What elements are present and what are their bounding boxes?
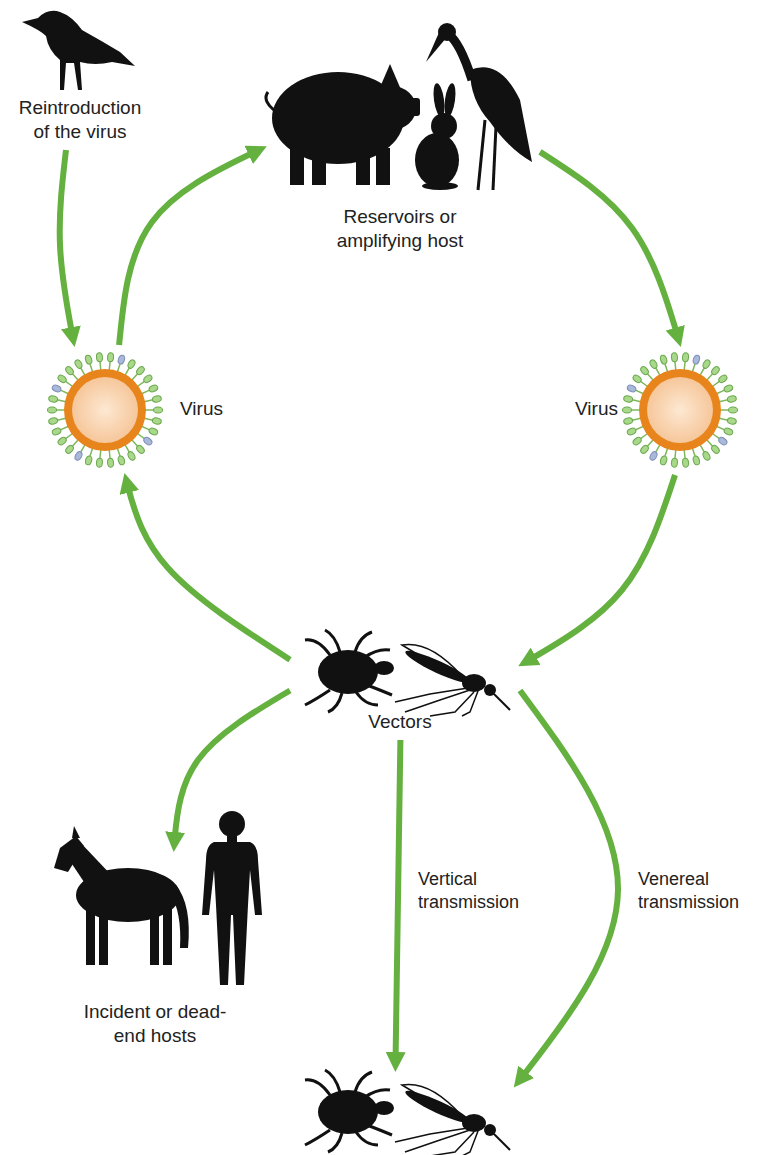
diagram-node: Virus bbox=[45, 345, 240, 475]
edge-label: Vertical transmission bbox=[418, 868, 530, 914]
cycle-arrow bbox=[520, 475, 675, 665]
vector-silhouettes bbox=[305, 630, 510, 716]
diagram-node: Virus bbox=[570, 345, 745, 475]
node-label: Virus bbox=[180, 397, 238, 421]
cycle-arrow bbox=[174, 691, 290, 851]
diagram-node bbox=[285, 1070, 515, 1150]
virus-particle bbox=[48, 353, 163, 468]
diagram-node: Reintroduction of the virus bbox=[10, 0, 150, 150]
node-label: Reintroduction of the virus bbox=[10, 96, 150, 144]
pig-silhouette bbox=[266, 64, 420, 185]
horse-silhouette bbox=[54, 826, 189, 965]
virus-particle bbox=[623, 353, 738, 468]
tick-silhouette bbox=[305, 630, 394, 712]
diagram-node: Vectors bbox=[290, 630, 520, 740]
rabbit-silhouette bbox=[415, 82, 459, 190]
edge-label: Venereal transmission bbox=[638, 868, 764, 914]
crow-silhouette bbox=[22, 11, 135, 90]
node-label: Incident or dead-end hosts bbox=[80, 1000, 230, 1048]
cycle-arrow bbox=[60, 150, 75, 345]
human-silhouette bbox=[202, 811, 262, 985]
cycle-arrow bbox=[515, 691, 618, 1087]
node-label: Vectors bbox=[325, 710, 475, 734]
diagram-node: Incident or dead-end hosts bbox=[45, 850, 275, 1065]
mosquito-silhouette bbox=[395, 644, 510, 716]
node-label: Reservoirs or amplifying host bbox=[320, 205, 480, 253]
node-label: Virus bbox=[575, 397, 633, 421]
diagram-node: Reservoirs or amplifying host bbox=[265, 25, 540, 260]
cycle-arrow bbox=[540, 152, 680, 345]
cycle-arrow bbox=[125, 475, 290, 660]
cycle-arrow bbox=[119, 147, 265, 345]
cycle-arrow bbox=[395, 740, 400, 1070]
